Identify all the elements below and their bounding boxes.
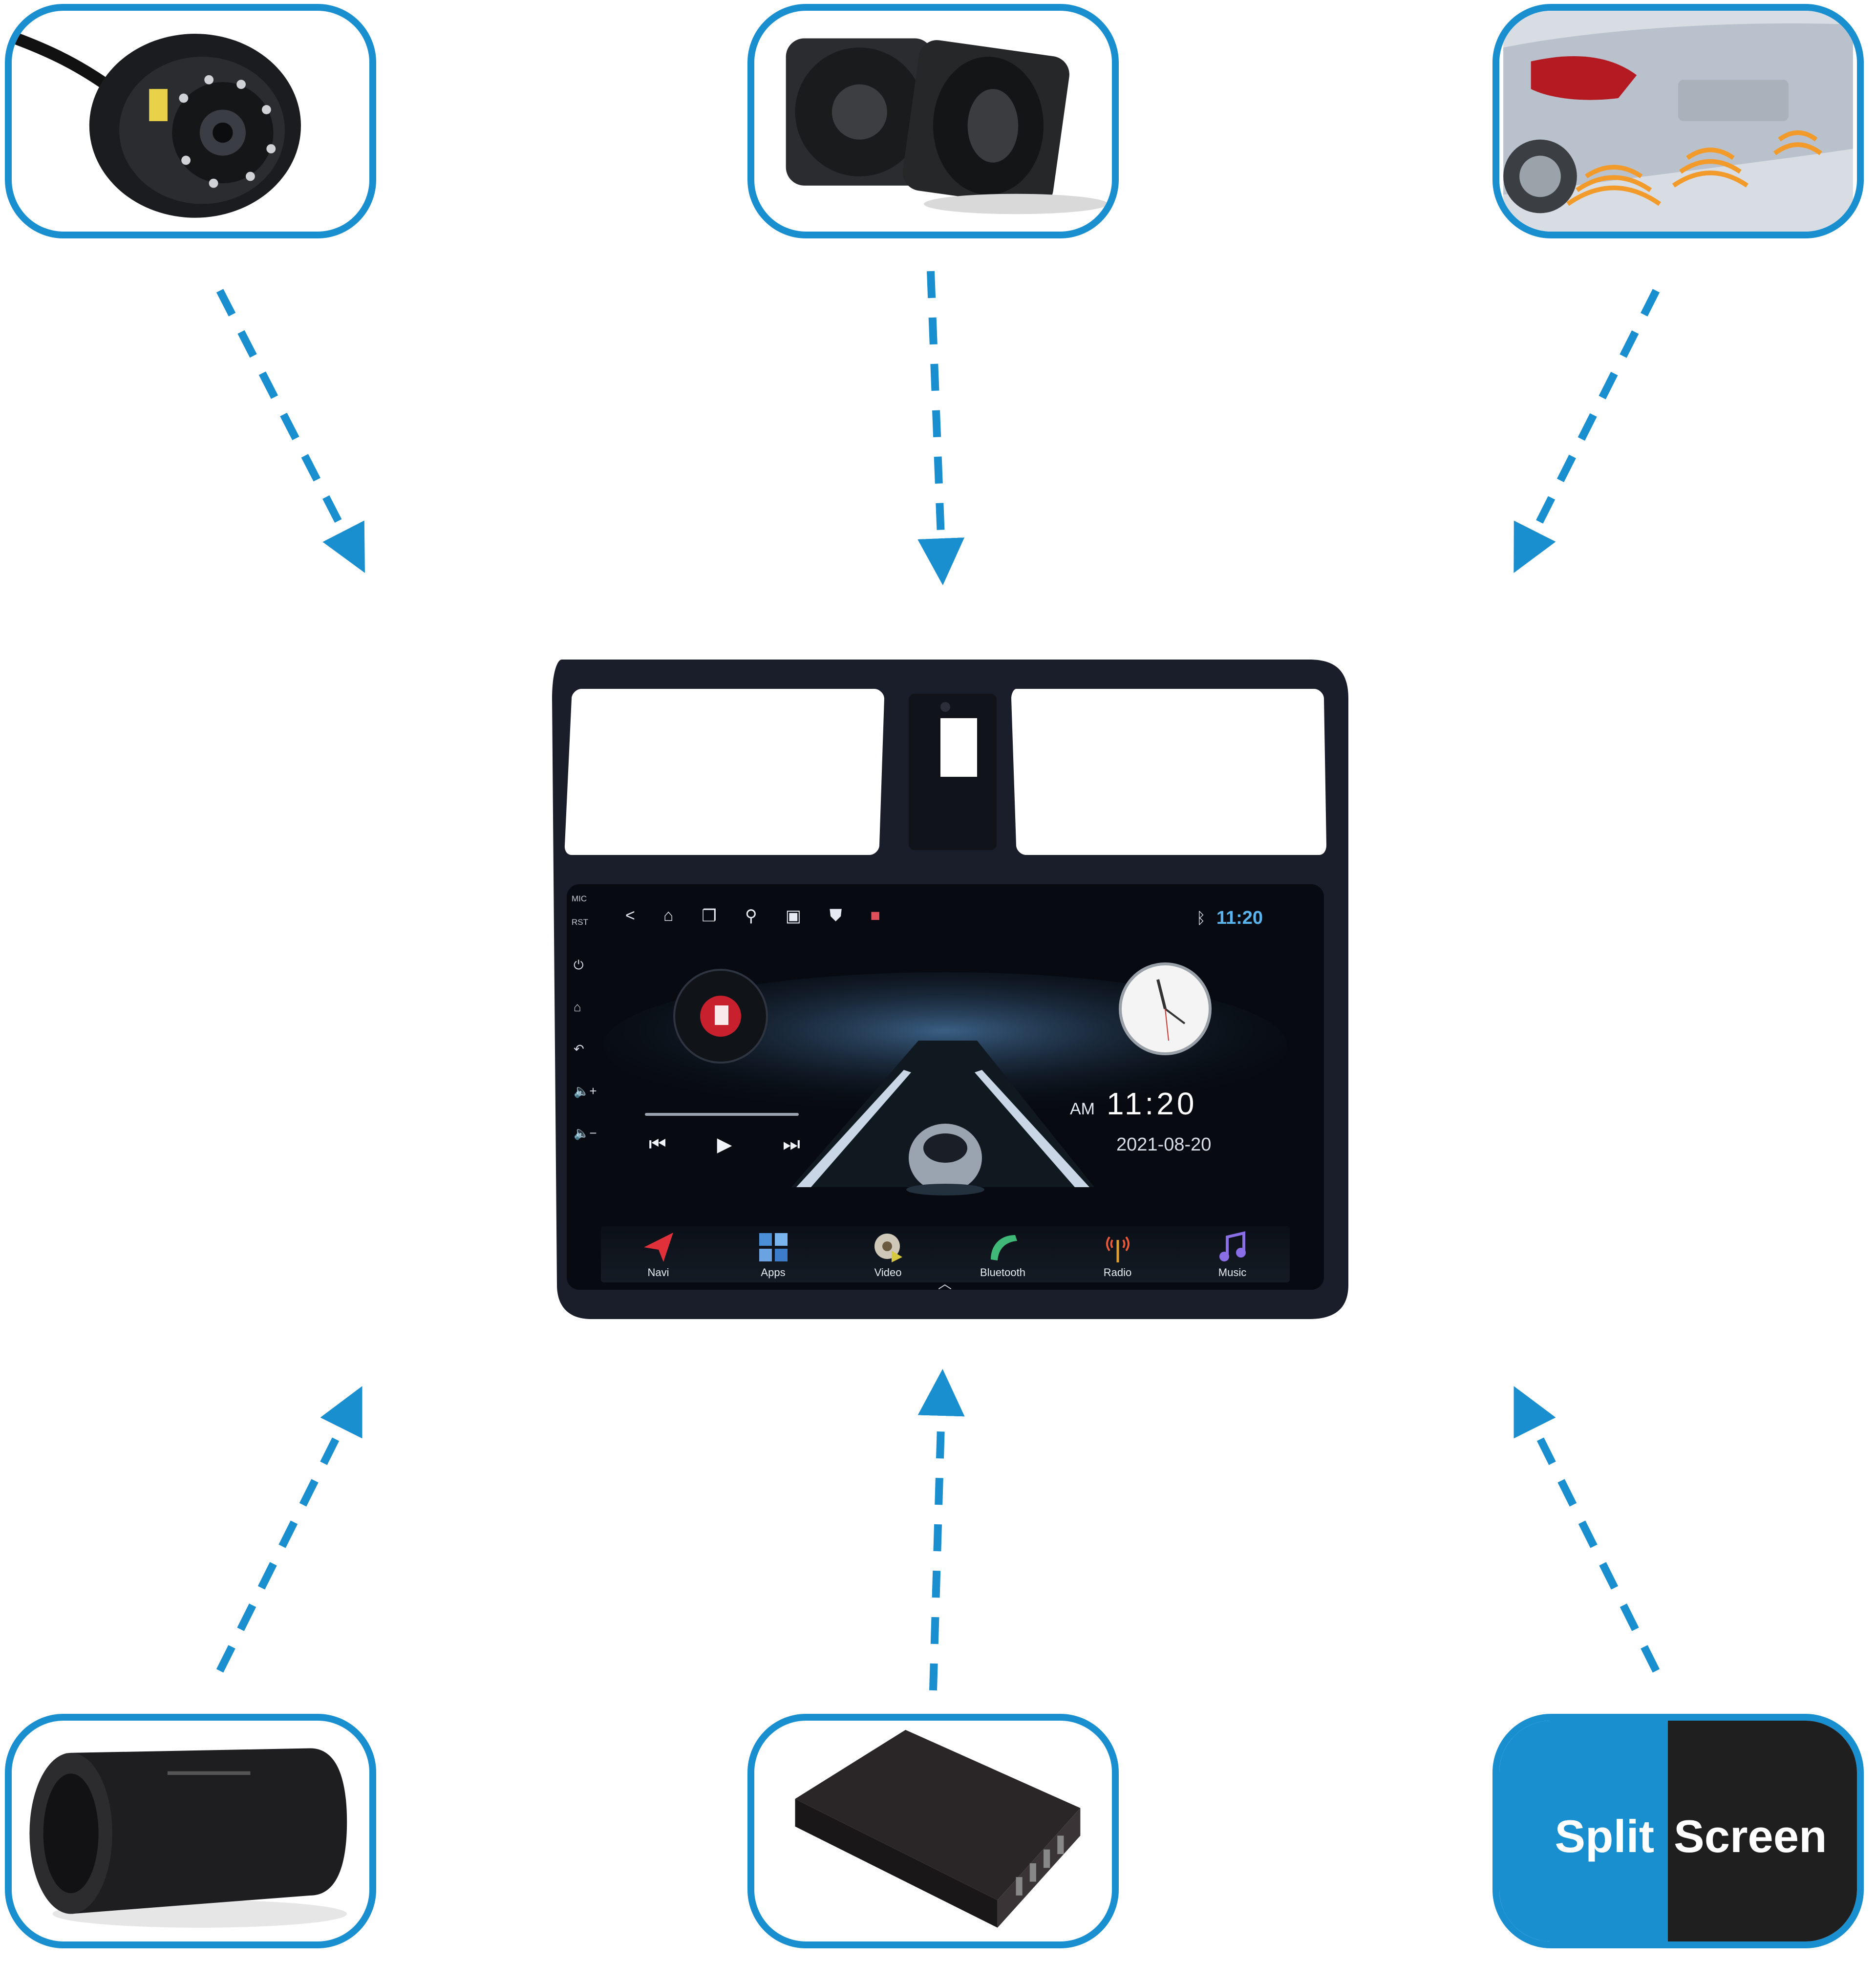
- subwoofer-icon: [29, 1748, 347, 1928]
- arrow-split: [1514, 1386, 1660, 1673]
- head-unit-screen[interactable]: MIC RST ⏻ ⌂ ↶ 🔈+ 🔈− < ⌂ ❐ ⚲ ▣ ⛊ ■ ᛒ 11:2…: [567, 884, 1324, 1290]
- parking-sensor-tile: [1492, 4, 1864, 238]
- next-icon[interactable]: ⏭: [782, 1133, 800, 1155]
- app-dock: Navi Apps Video Bluetooth: [601, 1226, 1290, 1282]
- split-right-panel: [1668, 1721, 1857, 1941]
- back-icon[interactable]: <: [625, 906, 635, 925]
- analog-clock-icon: [1119, 962, 1212, 1055]
- music-disc-icon: [673, 969, 768, 1064]
- rear-camera-tile: [5, 4, 376, 238]
- amplifier-icon: [795, 1729, 1081, 1928]
- video-icon: [874, 1233, 902, 1262]
- mic-label: MIC: [572, 894, 587, 903]
- dock-item-radio[interactable]: Radio: [1081, 1230, 1154, 1279]
- clock-ampm: AM: [1070, 1100, 1095, 1118]
- amplifier-tile: [747, 1714, 1119, 1948]
- dock-item-video[interactable]: Video: [852, 1230, 925, 1279]
- dock-label: Bluetooth: [980, 1266, 1025, 1279]
- dock-label: Apps: [761, 1266, 786, 1279]
- volume-down-icon[interactable]: 🔈−: [574, 1126, 597, 1140]
- recent-apps-icon[interactable]: ❐: [702, 907, 717, 925]
- volume-up-icon[interactable]: 🔈+: [574, 1084, 597, 1098]
- music-progress-bar[interactable]: [645, 1113, 799, 1116]
- screen-label: Screen: [1674, 1811, 1827, 1862]
- dock-item-navi[interactable]: Navi: [622, 1230, 695, 1279]
- arrow-sub: [216, 1386, 362, 1673]
- back-icon[interactable]: ↶: [574, 1042, 584, 1056]
- screen-background: [567, 884, 1324, 1290]
- clock-date: 2021-08-20: [1116, 1134, 1212, 1155]
- side-labels: MIC RST: [572, 894, 588, 941]
- navi-icon: [643, 1232, 673, 1262]
- bluetooth-icon: ᛒ: [1196, 909, 1206, 927]
- split-screen-tile: Split Screen: [1492, 1714, 1864, 1948]
- arrow-speakers: [917, 271, 965, 585]
- split-label: Split: [1555, 1811, 1654, 1862]
- power-icon[interactable]: ⏻: [574, 958, 584, 972]
- apps-icon: [759, 1233, 788, 1261]
- music-controls: ⏮ ▶ ⏭: [649, 1133, 800, 1156]
- speakers-tile: [747, 4, 1119, 238]
- arrow-parking: [1514, 289, 1660, 573]
- side-controls: ⏻ ⌂ ↶ 🔈+ 🔈−: [574, 958, 597, 1168]
- home-icon[interactable]: ⌂: [663, 906, 674, 925]
- dock-label: Radio: [1103, 1266, 1132, 1279]
- speakers-icon: [786, 38, 1108, 214]
- radio-icon: [1106, 1236, 1130, 1262]
- clock-time: 11:20: [1107, 1086, 1197, 1121]
- digital-clock: AM 11:20: [1070, 1086, 1197, 1122]
- arrow-amp: [917, 1369, 965, 1691]
- top-navigation-bar: < ⌂ ❐ ⚲ ▣ ⛊ ■: [625, 906, 880, 926]
- parking-sensor-icon: [1503, 11, 1853, 232]
- app-icon[interactable]: ■: [870, 906, 880, 925]
- previous-icon[interactable]: ⏮: [649, 1133, 666, 1155]
- dock-item-music[interactable]: Music: [1196, 1230, 1269, 1279]
- dock-label: Music: [1218, 1266, 1247, 1279]
- gallery-icon[interactable]: ▣: [785, 907, 801, 925]
- music-icon: [1219, 1231, 1246, 1261]
- play-icon[interactable]: ▶: [717, 1134, 732, 1155]
- arrow-camera: [216, 289, 365, 573]
- status-bar: ᛒ 11:20: [1196, 908, 1263, 929]
- rst-label: RST: [572, 917, 588, 927]
- home-icon[interactable]: ⌂: [574, 1000, 581, 1014]
- bluetooth-phone-icon: [990, 1235, 1017, 1260]
- dock-label: Video: [874, 1266, 902, 1279]
- dock-label: Navi: [647, 1266, 669, 1279]
- car-icon: [906, 1124, 984, 1195]
- subwoofer-tile: [5, 1714, 376, 1948]
- shield-icon[interactable]: ⛊: [829, 906, 842, 925]
- dock-item-bluetooth[interactable]: Bluetooth: [966, 1230, 1040, 1279]
- dock-item-apps[interactable]: Apps: [737, 1230, 810, 1279]
- status-time: 11:20: [1216, 908, 1263, 928]
- rear-camera-icon: [13, 33, 301, 218]
- chevron-up-icon[interactable]: ︿: [938, 1276, 952, 1290]
- split-left-panel: [1499, 1721, 1668, 1941]
- usb-icon[interactable]: ⚲: [745, 907, 757, 925]
